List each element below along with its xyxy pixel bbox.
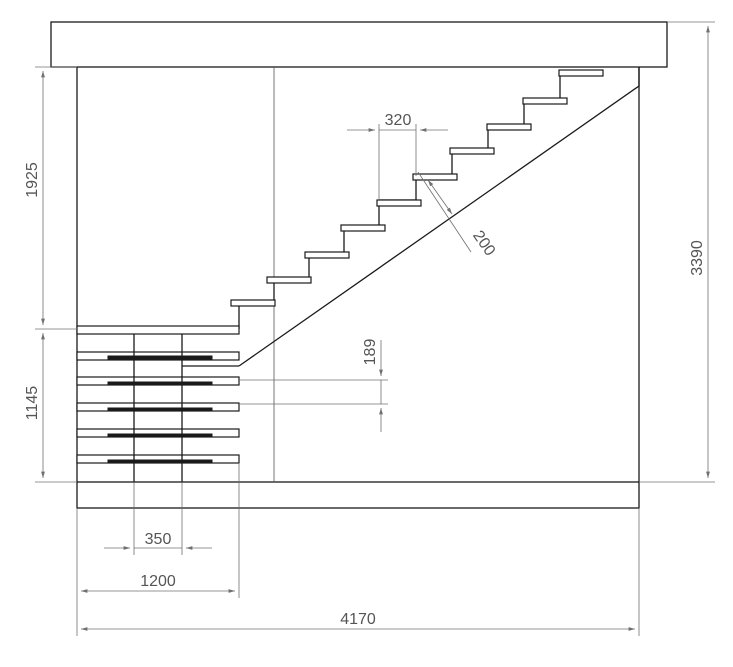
- dim-total-width: 4170: [340, 611, 376, 628]
- dim-lower-flight-height: 1145: [24, 386, 41, 421]
- ceiling-slab: [50, 21, 668, 68]
- floor-slab: [76, 481, 640, 509]
- upper-stringer: [238, 67, 640, 367]
- dim-lower-flight-width: 1200: [140, 573, 176, 590]
- dim-stringer-thickness: 200: [469, 228, 498, 260]
- dim-tread-depth: 320: [385, 112, 412, 129]
- dim-riser-height: 189: [362, 339, 379, 366]
- dim-total-height: 3390: [689, 240, 706, 276]
- dim-winder-step: 350: [145, 531, 172, 548]
- lower-flight: [76, 325, 240, 482]
- upper-flight: [230, 69, 604, 329]
- dim-upper-flight-height: 1925: [24, 162, 41, 198]
